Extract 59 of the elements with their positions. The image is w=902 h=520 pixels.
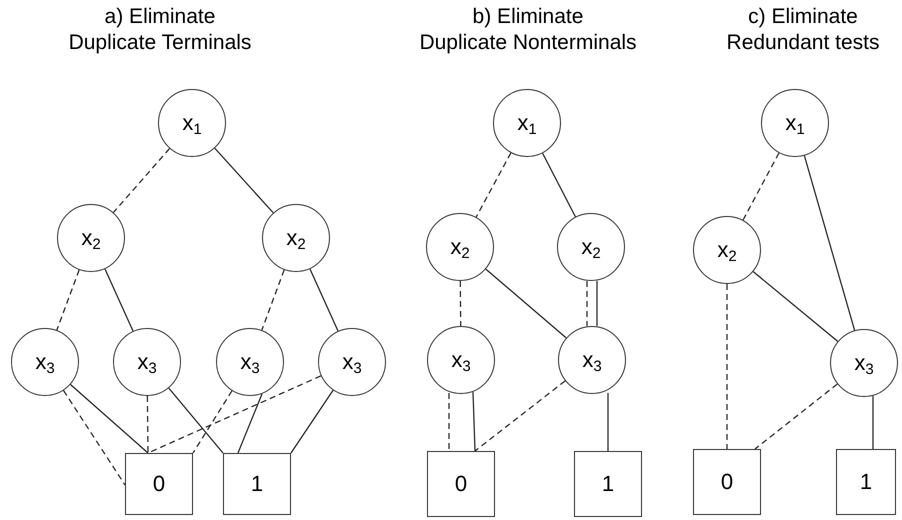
connector-line [104, 268, 134, 332]
node-label: x$_{1}$ [517, 112, 537, 134]
connector-line [542, 152, 576, 218]
connector-line [70, 384, 148, 454]
terminal-box [223, 453, 291, 515]
connector-line [460, 281, 462, 326]
node-label: x$_{2}$ [717, 239, 737, 261]
node-label: x$_{1}$ [785, 112, 805, 134]
panel-title: c) Eliminate Redundant tests [726, 4, 880, 56]
terminal-box [836, 449, 896, 515]
connector-line [474, 380, 566, 452]
connector-line [752, 271, 838, 342]
connector-line [309, 268, 339, 332]
connector-line [237, 394, 263, 454]
connector-line [586, 281, 588, 326]
node-label: x$_{2}$ [581, 236, 601, 258]
connector-line [56, 270, 80, 330]
connector-line [596, 281, 598, 326]
connector-line [472, 392, 476, 452]
node-label: 1 [602, 473, 614, 495]
panel-title: b) Eliminate Duplicate Nonterminals [419, 4, 637, 56]
connector-line [485, 268, 567, 338]
connector-line [168, 388, 224, 454]
connector-line [726, 284, 728, 449]
terminal-box [427, 451, 495, 517]
node-label: x$_{2}$ [286, 227, 306, 249]
connector-line [448, 393, 450, 451]
node-label: x$_{2}$ [450, 236, 470, 258]
connector-line [261, 270, 285, 330]
terminal-box [574, 451, 642, 517]
connector-line [290, 390, 334, 454]
node-label: x$_{3}$ [137, 351, 157, 373]
terminal-box [125, 453, 193, 515]
panel-title: a) Eliminate Duplicate Terminals [68, 4, 252, 56]
connector-line [607, 393, 609, 451]
node-label: 1 [860, 471, 872, 493]
connector-line [754, 384, 838, 450]
connector-line [742, 152, 780, 220]
node-label: x$_{1}$ [182, 112, 202, 134]
node-label: 0 [720, 471, 734, 493]
node-label: x$_{3}$ [582, 349, 602, 371]
node-label: x$_{3}$ [240, 351, 260, 373]
connector-line [63, 390, 126, 486]
connector-line [804, 156, 856, 330]
connector-line [146, 396, 149, 453]
node-label: 0 [152, 473, 166, 495]
node-label: 0 [454, 473, 468, 495]
connector-line [476, 152, 512, 218]
node-label: x$_{3}$ [342, 351, 362, 373]
node-label: x$_{3}$ [451, 349, 471, 371]
node-label: x$_{2}$ [81, 227, 101, 249]
node-label: 1 [250, 473, 264, 495]
connector-line [112, 148, 170, 213]
terminal-box [693, 449, 761, 515]
connector-line [214, 148, 274, 214]
node-label: x$_{3}$ [854, 352, 874, 374]
connector-line [192, 390, 232, 454]
node-label: x$_{3}$ [35, 351, 55, 373]
connector-line [872, 396, 874, 449]
